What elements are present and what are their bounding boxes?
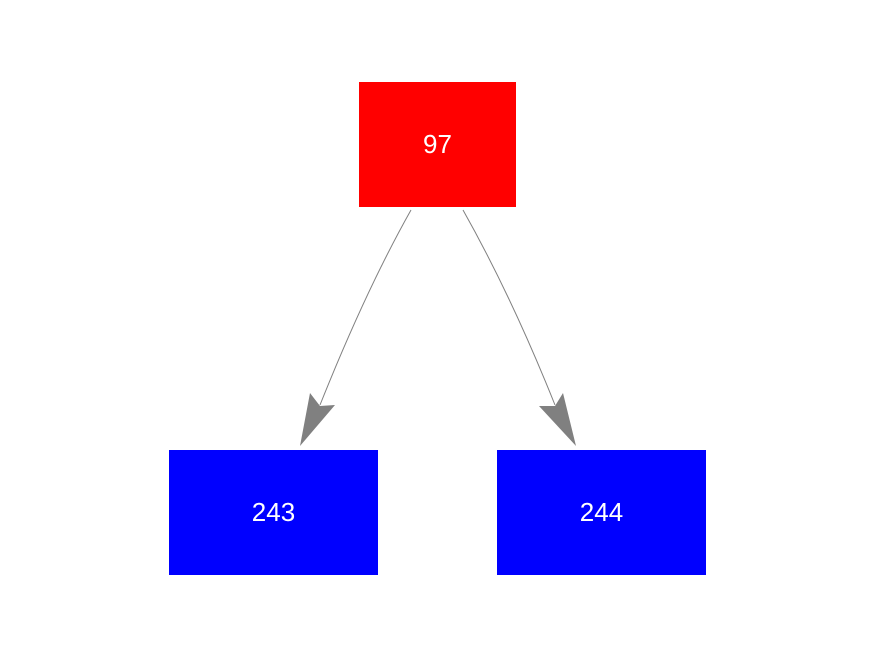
edge-97-244 [462,209,576,446]
node-97[interactable]: 97 [359,82,516,207]
edge-97-243 [300,209,412,446]
node-244[interactable]: 244 [497,450,706,575]
node-243[interactable]: 243 [169,450,378,575]
arrowhead-icon [539,393,576,446]
arrowhead-icon [300,393,335,446]
node-label: 243 [251,497,296,527]
node-label: 244 [579,497,624,527]
node-label: 97 [423,129,452,159]
